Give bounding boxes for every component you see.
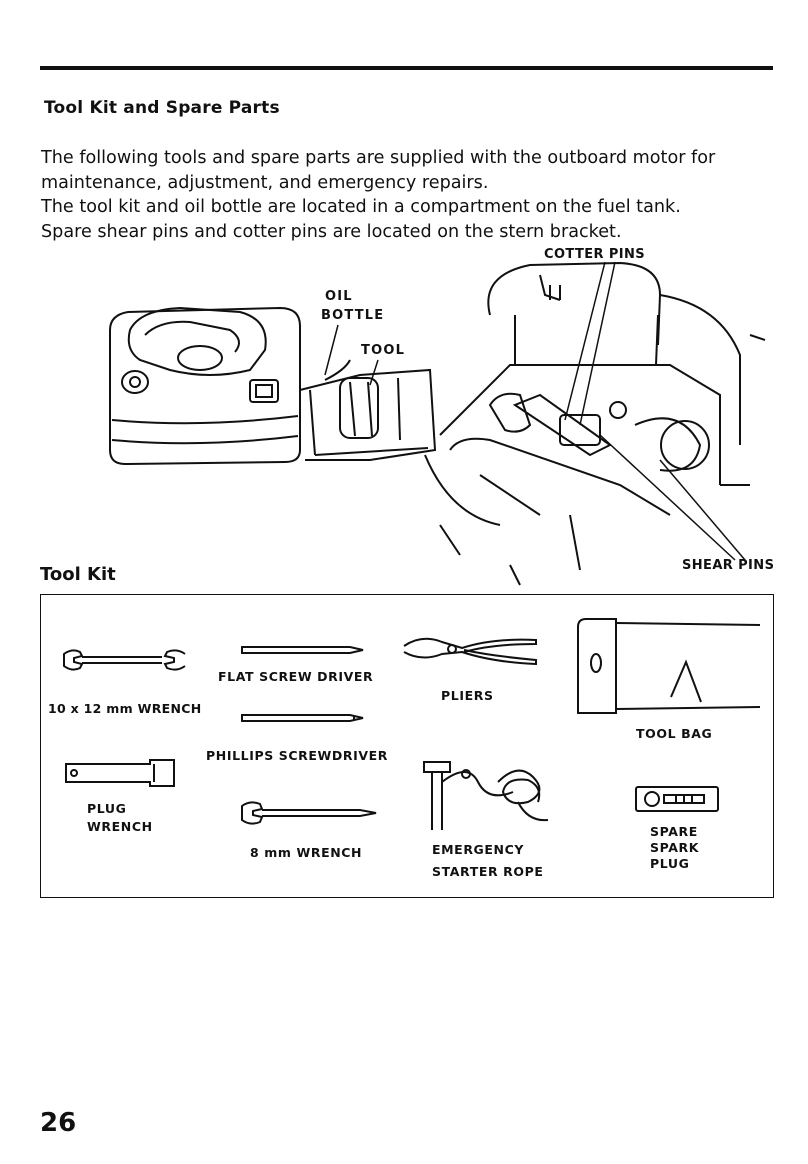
wrench-10x12-label: 10 x 12 mm WRENCH <box>48 701 202 716</box>
pliers-label: PLIERS <box>441 688 494 703</box>
intro-line-2: maintenance, adjustment, and emergency r… <box>41 172 489 193</box>
spark-plug-icon <box>634 785 720 813</box>
fuel-tank-leader-lines <box>300 320 400 390</box>
intro-line-4: Spare shear pins and cotter pins are loc… <box>41 221 622 242</box>
shear-pins-label: SHEAR PINS <box>682 558 775 573</box>
pliers-icon <box>402 632 540 670</box>
top-rule <box>40 66 773 70</box>
section-title: Tool Kit and Spare Parts <box>44 98 280 118</box>
oil-label-line1: OIL <box>325 289 353 304</box>
wrench-8mm-icon <box>240 800 378 826</box>
oil-label-line2: BOTTLE <box>321 308 385 323</box>
tool-bag-icon <box>576 617 762 715</box>
flat-screwdriver-label: FLAT SCREW DRIVER <box>218 669 374 684</box>
intro-text: The following tools and spare parts are … <box>41 146 776 244</box>
tool-label: TOOL <box>361 343 406 358</box>
intro-line-3: The tool kit and oil bottle are located … <box>41 197 681 217</box>
tool-kit-title: Tool Kit <box>40 564 116 585</box>
starter-rope-label-line1: EMERGENCY <box>432 842 525 857</box>
fuel-tank-illustration <box>100 290 440 480</box>
page-number: 26 <box>40 1108 77 1138</box>
starter-rope-label-line2: STARTER ROPE <box>432 864 544 879</box>
wrench-8mm-label: 8 mm WRENCH <box>250 845 363 860</box>
phillips-screwdriver-icon <box>240 710 365 726</box>
spark-plug-label-line3: PLUG <box>650 856 690 871</box>
stern-bracket-illustration <box>420 255 780 585</box>
plug-wrench-label-line2: WRENCH <box>87 819 153 834</box>
plug-wrench-icon <box>64 758 176 788</box>
tool-kit-box <box>40 594 774 898</box>
spark-plug-label-line2: SPARK <box>650 840 700 855</box>
tool-bag-label: TOOL BAG <box>636 726 713 741</box>
phillips-screwdriver-label: PHILLIPS SCREWDRIVER <box>206 748 388 763</box>
spark-plug-label-line1: SPARE <box>650 824 698 839</box>
wrench-10x12-icon <box>62 648 187 672</box>
intro-line-1: The following tools and spare parts are … <box>41 148 716 168</box>
plug-wrench-label-line1: PLUG <box>87 801 127 816</box>
stern-bracket-leader-lines <box>560 260 760 560</box>
cotter-pins-label: COTTER PINS <box>544 247 646 262</box>
starter-rope-icon <box>418 752 558 834</box>
flat-screwdriver-icon <box>240 642 365 658</box>
